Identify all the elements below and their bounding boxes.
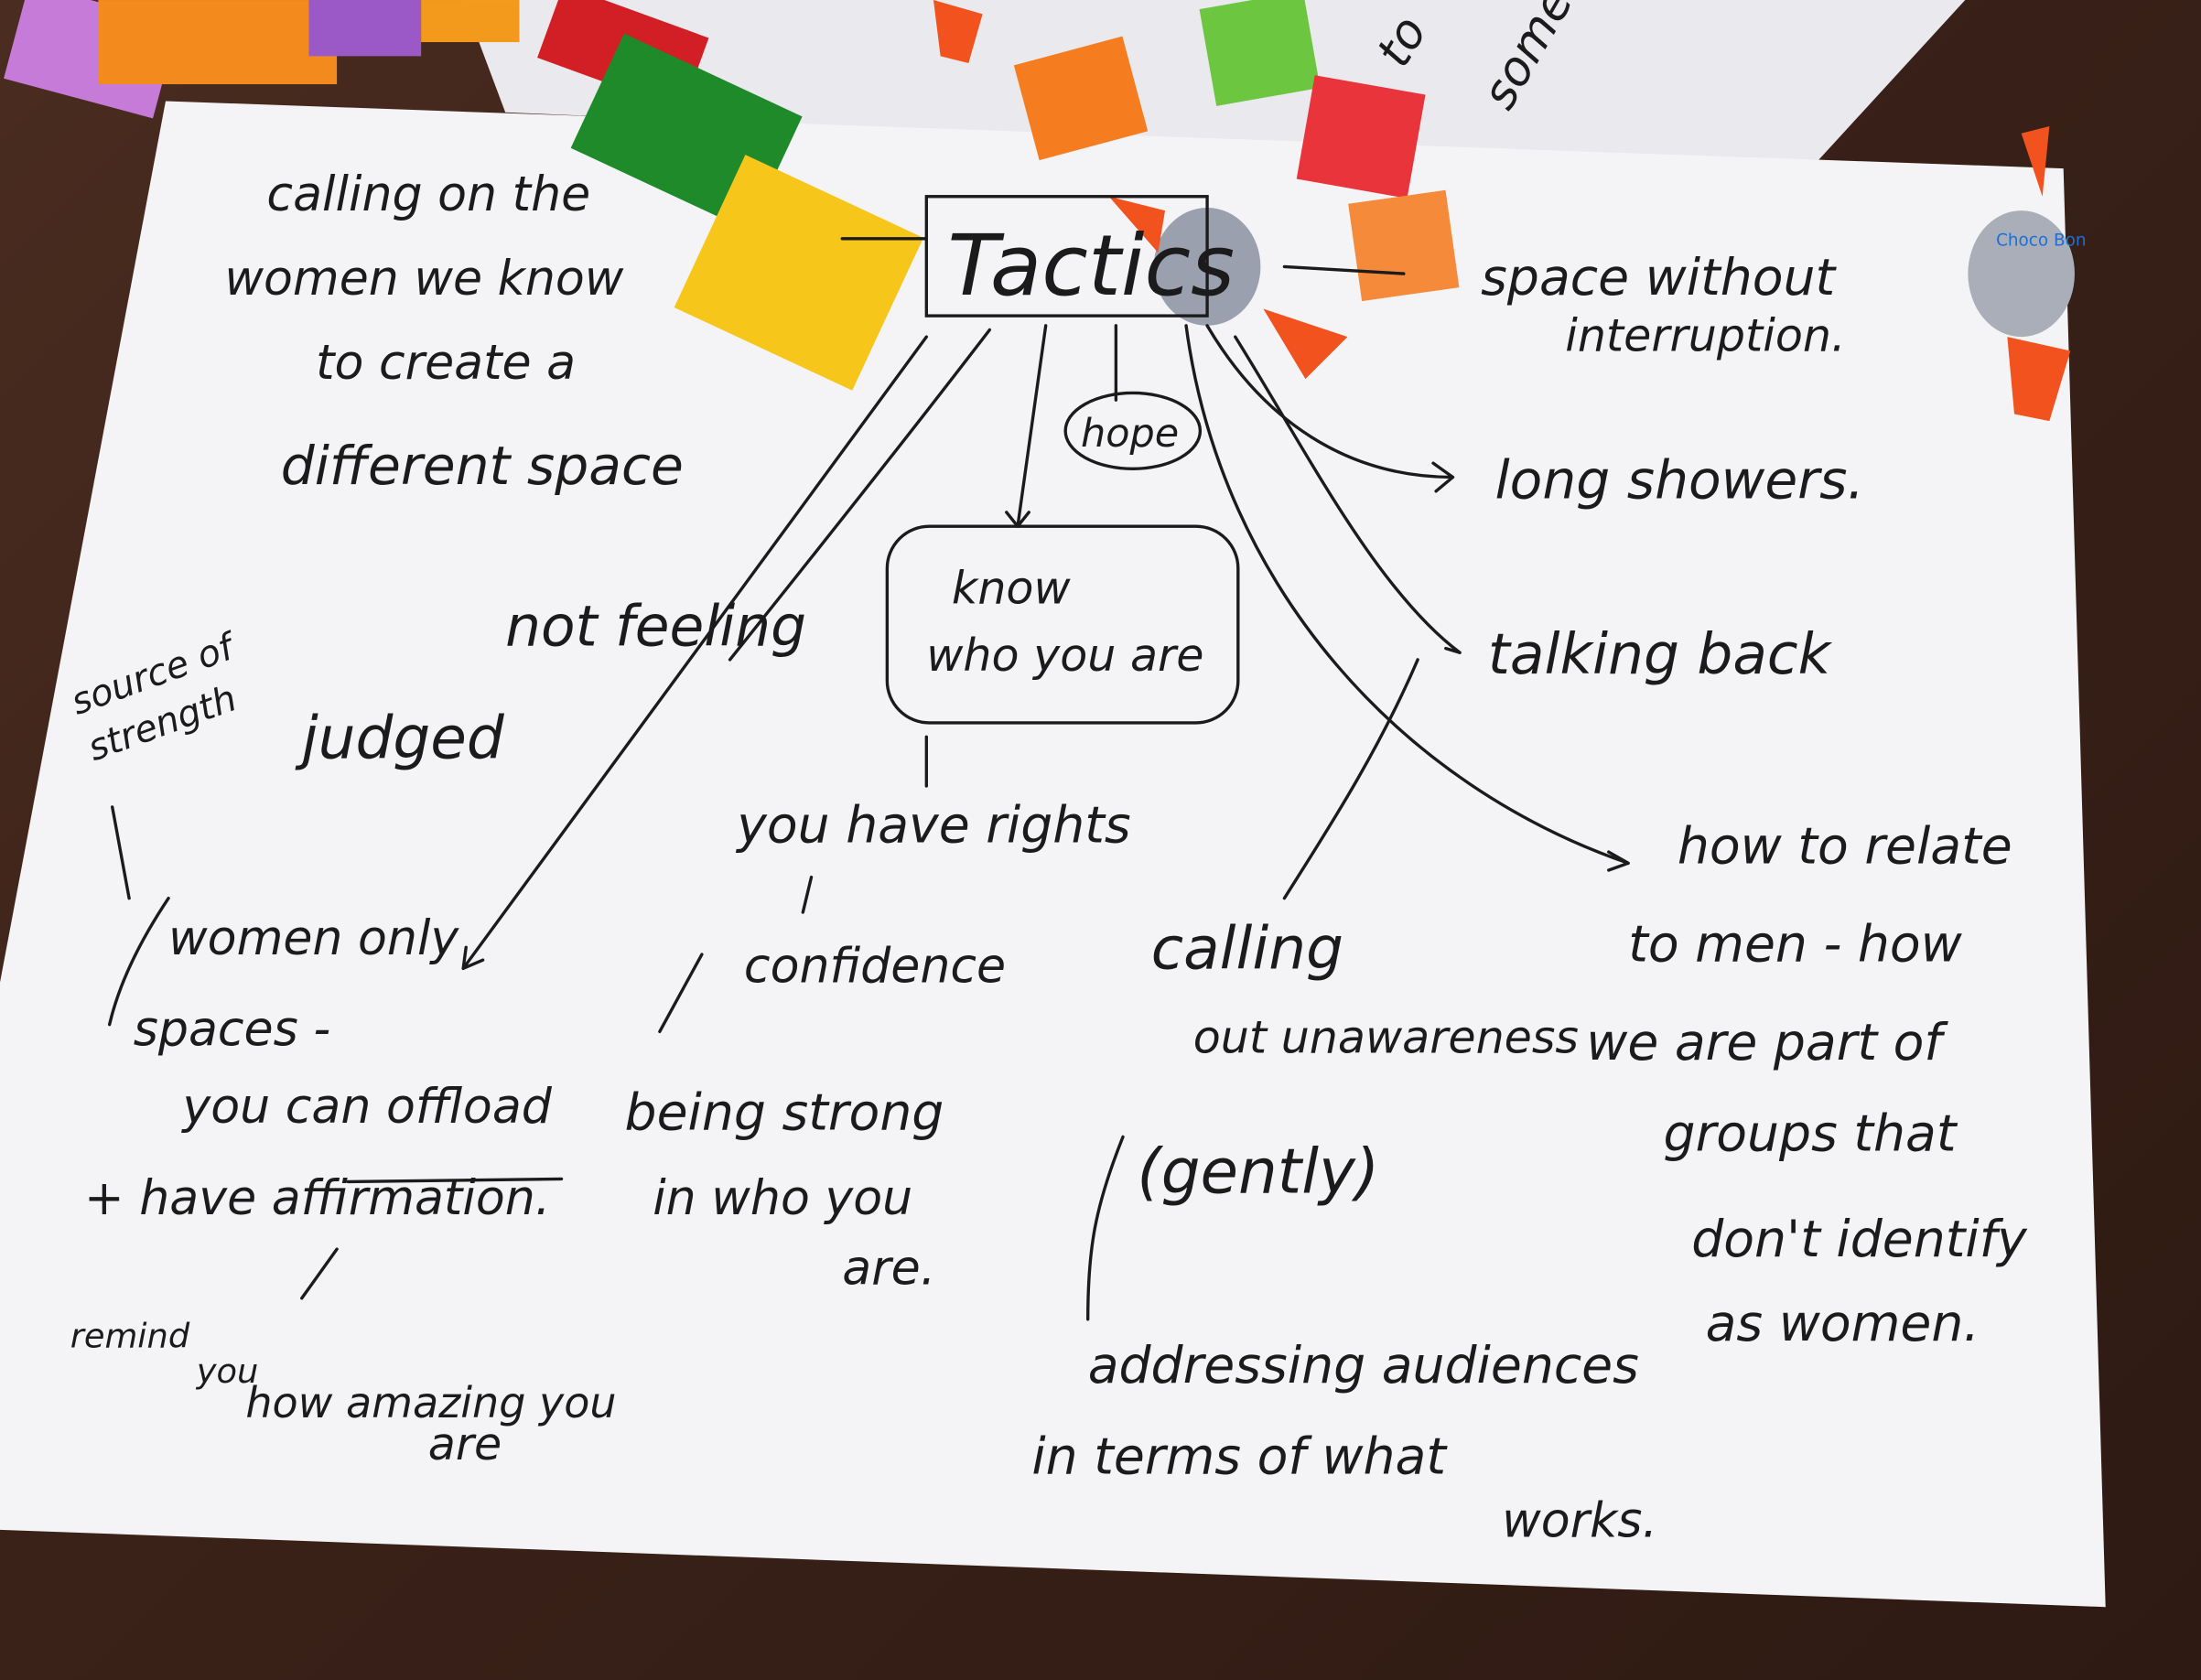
node-hope: hope [1063, 391, 1203, 470]
lego-bricks [4, 0, 924, 391]
node-you-have-rights: you have rights [735, 796, 1130, 855]
node-text: calling on the [266, 167, 590, 222]
node-text: women we know [224, 252, 623, 307]
node-addressing-audiences: addressing audiences in terms of what wo… [1031, 1337, 1657, 1549]
node-text: women only [168, 911, 459, 966]
node-know-who-you-are: know who you are [885, 524, 1240, 725]
node-text: different space [281, 435, 684, 497]
node-text: to men - how [1628, 916, 1962, 975]
node-text: calling [1151, 914, 1343, 983]
node-text: + have affirmation. [84, 1171, 550, 1226]
node-text: are [428, 1417, 502, 1470]
candies: Choco Bon [933, 0, 2087, 422]
node-text: who you are [926, 629, 1203, 682]
node-how-to-relate-to-men: how to relate to men - how we are part o… [1586, 817, 2028, 1352]
node-confidence: confidence [744, 940, 1006, 995]
node-space-without-interruption: space without interruption. [1481, 249, 1845, 361]
central-topic-node: Tactics [924, 195, 1235, 318]
node-text: you can offload [180, 1080, 552, 1135]
node-text: how amazing you [245, 1378, 616, 1427]
node-text: how to relate [1678, 817, 2012, 876]
node-not-feeling: not feeling [505, 595, 806, 660]
node-text: you [196, 1352, 259, 1391]
node-text: groups that [1664, 1105, 1958, 1164]
node-text: interruption. [1565, 308, 1845, 361]
node-talking-back: talking back [1488, 622, 1833, 687]
node-text: works. [1502, 1494, 1657, 1549]
central-topic-label: Tactics [947, 217, 1235, 315]
connector-lines [107, 237, 1630, 1321]
node-text: being strong [625, 1084, 944, 1143]
node-women-only-spaces: women only spaces - you can offload + ha… [84, 911, 553, 1226]
node-text: space without [1481, 249, 1837, 307]
node-text: remind [70, 1316, 190, 1355]
node-text: know [952, 562, 1072, 615]
node-text: (gently) [1137, 1136, 1379, 1208]
candy-label: Choco Bon [1996, 231, 2086, 250]
node-text: in who you [653, 1171, 912, 1226]
node-text: in terms of what [1031, 1428, 1448, 1487]
node-text: don't identify [1691, 1211, 2028, 1269]
node-text: spaces - [134, 1003, 330, 1058]
node-text: as women. [1706, 1295, 1980, 1353]
node-text: addressing audiences [1088, 1337, 1639, 1395]
node-remind-you: remind you how amazing you are [70, 1316, 617, 1470]
node-text: to create a [316, 336, 576, 391]
node-judged: judged [295, 704, 505, 772]
node-text: out unawareness [1193, 1010, 1579, 1063]
node-text: we are part of [1586, 1014, 1948, 1072]
node-being-strong: being strong in who you are. [625, 1084, 944, 1297]
node-long-showers: long showers. [1494, 449, 1864, 512]
node-text: hope [1081, 411, 1179, 457]
node-calling-out-unawareness: calling out unawareness (gently) [1137, 914, 1579, 1207]
node-calling-women: calling on the women we know to create a… [224, 167, 683, 497]
paper-sheet [0, 101, 2106, 1608]
node-text: are. [842, 1241, 935, 1296]
